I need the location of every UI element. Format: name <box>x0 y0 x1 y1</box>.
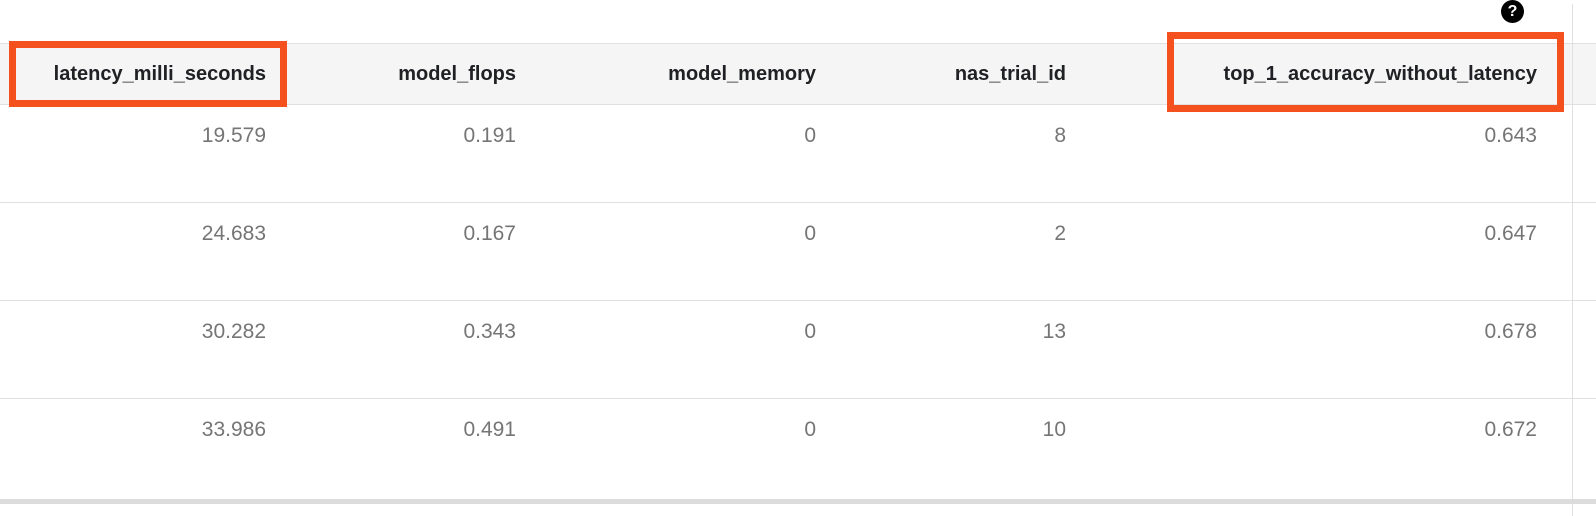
table-cell: 19.579 <box>201 124 266 147</box>
table-row: 30.282 0.343 0 13 0.678 <box>0 301 1596 399</box>
table-cell-cutoff <box>1573 301 1596 398</box>
table-cell: 0 <box>804 222 816 245</box>
table-body: 19.579 0.191 0 8 0.643 24.683 0.167 0 2 … <box>0 105 1596 497</box>
table-cell: 0.672 <box>1484 418 1537 441</box>
table-cell: 2 <box>1054 222 1066 245</box>
table-cell: 0 <box>804 320 816 343</box>
table-row: 24.683 0.167 0 2 0.647 <box>0 203 1596 301</box>
table-cell: 0 <box>804 418 816 441</box>
column-header-model-flops: model_flops <box>398 62 516 85</box>
table-row: 33.986 0.491 0 10 0.672 <box>0 399 1596 497</box>
table-cell: 8 <box>1054 124 1066 147</box>
table-cell: 0.491 <box>463 418 516 441</box>
table-cell: 10 <box>1042 418 1066 441</box>
table-row: 19.579 0.191 0 8 0.643 <box>0 105 1596 203</box>
bottom-divider <box>0 499 1596 504</box>
column-header-top-1-accuracy-without-latency: top_1_accuracy_without_latency <box>1223 62 1537 85</box>
table-cell: 0.167 <box>463 222 516 245</box>
table-cell-cutoff <box>1573 399 1596 497</box>
table-header-row: latency_milli_seconds model_flops model_… <box>0 43 1596 105</box>
column-divider <box>1572 4 1573 516</box>
column-header-model-memory: model_memory <box>668 62 816 85</box>
column-header-nas-trial-id: nas_trial_id <box>954 62 1066 85</box>
table-cell-cutoff <box>1573 203 1596 300</box>
table-cell: 0.643 <box>1484 124 1537 147</box>
table-cell-cutoff <box>1573 105 1596 202</box>
table-cell: 0 <box>804 124 816 147</box>
table-cell: 0.647 <box>1484 222 1537 245</box>
table-cell: 33.986 <box>201 418 266 441</box>
table-cell: 0.678 <box>1484 320 1537 343</box>
table-cell: 30.282 <box>201 320 266 343</box>
column-header-latency-milli-seconds: latency_milli_seconds <box>53 62 266 85</box>
help-icon[interactable]: ? <box>1501 0 1524 23</box>
metrics-table: latency_milli_seconds model_flops model_… <box>0 43 1596 497</box>
table-cell: 13 <box>1042 320 1066 343</box>
table-cell: 0.191 <box>463 124 516 147</box>
table-cell: 0.343 <box>463 320 516 343</box>
table-cell: 24.683 <box>201 222 266 245</box>
